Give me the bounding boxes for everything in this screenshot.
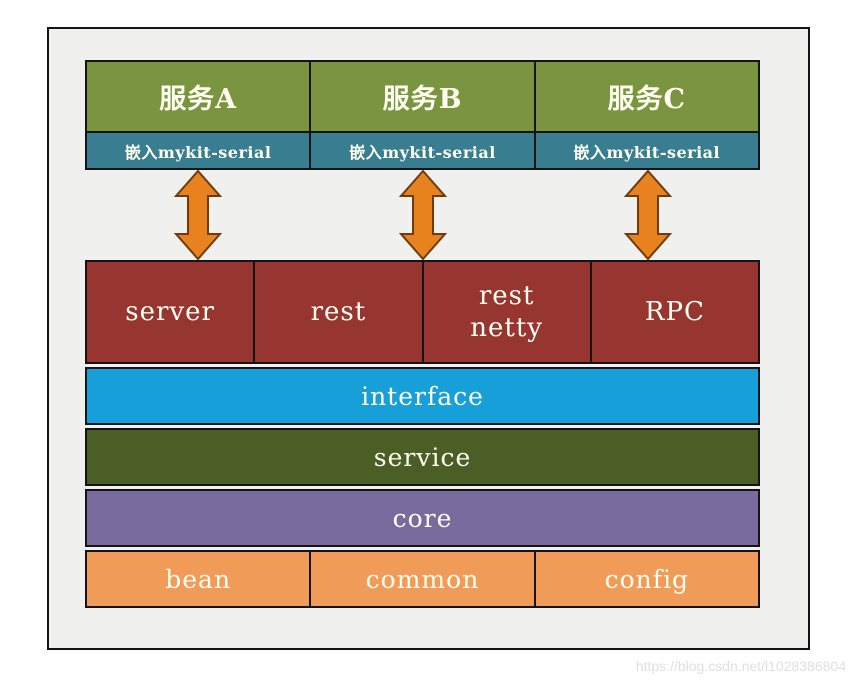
arrow-slot-b	[310, 170, 535, 260]
service-a-box: 服务A	[86, 61, 311, 132]
base-modules-row: bean common config	[85, 550, 760, 608]
rpc-box: RPC	[590, 261, 759, 363]
embed-serial-c-box: 嵌入mykit-serial	[534, 132, 759, 169]
double-arrow-icon	[623, 170, 672, 260]
arrows-zone	[85, 170, 760, 260]
diagram-content: 服务A 服务B 服务C 嵌入mykit-serial 嵌入mykit-seria…	[85, 60, 760, 608]
arrow-slot-a	[85, 170, 310, 260]
common-box: common	[310, 551, 535, 607]
embed-serial-a-box: 嵌入mykit-serial	[86, 132, 311, 169]
bean-box: bean	[86, 551, 311, 607]
services-block: 服务A 服务B 服务C 嵌入mykit-serial 嵌入mykit-seria…	[85, 60, 760, 170]
service-layer-row: service	[85, 428, 760, 486]
double-arrow-icon	[398, 170, 447, 260]
arrow-slot-c	[535, 170, 760, 260]
interface-layer-row: interface	[85, 367, 760, 425]
rest-box: rest	[254, 261, 423, 363]
service-c-box: 服务C	[534, 61, 759, 132]
core-layer-row: core	[85, 489, 760, 547]
diagram-panel: 服务A 服务B 服务C 嵌入mykit-serial 嵌入mykit-seria…	[47, 27, 810, 650]
csdn-watermark: https://blog.csdn.net/l1028386804	[635, 658, 846, 674]
server-box: server	[86, 261, 255, 363]
config-box: config	[534, 551, 759, 607]
double-arrow-icon	[173, 170, 222, 260]
service-b-box: 服务B	[310, 61, 535, 132]
access-layer-row: server rest rest netty RPC	[85, 260, 760, 364]
embed-serial-b-box: 嵌入mykit-serial	[310, 132, 535, 169]
rest-netty-box: rest netty	[422, 261, 591, 363]
